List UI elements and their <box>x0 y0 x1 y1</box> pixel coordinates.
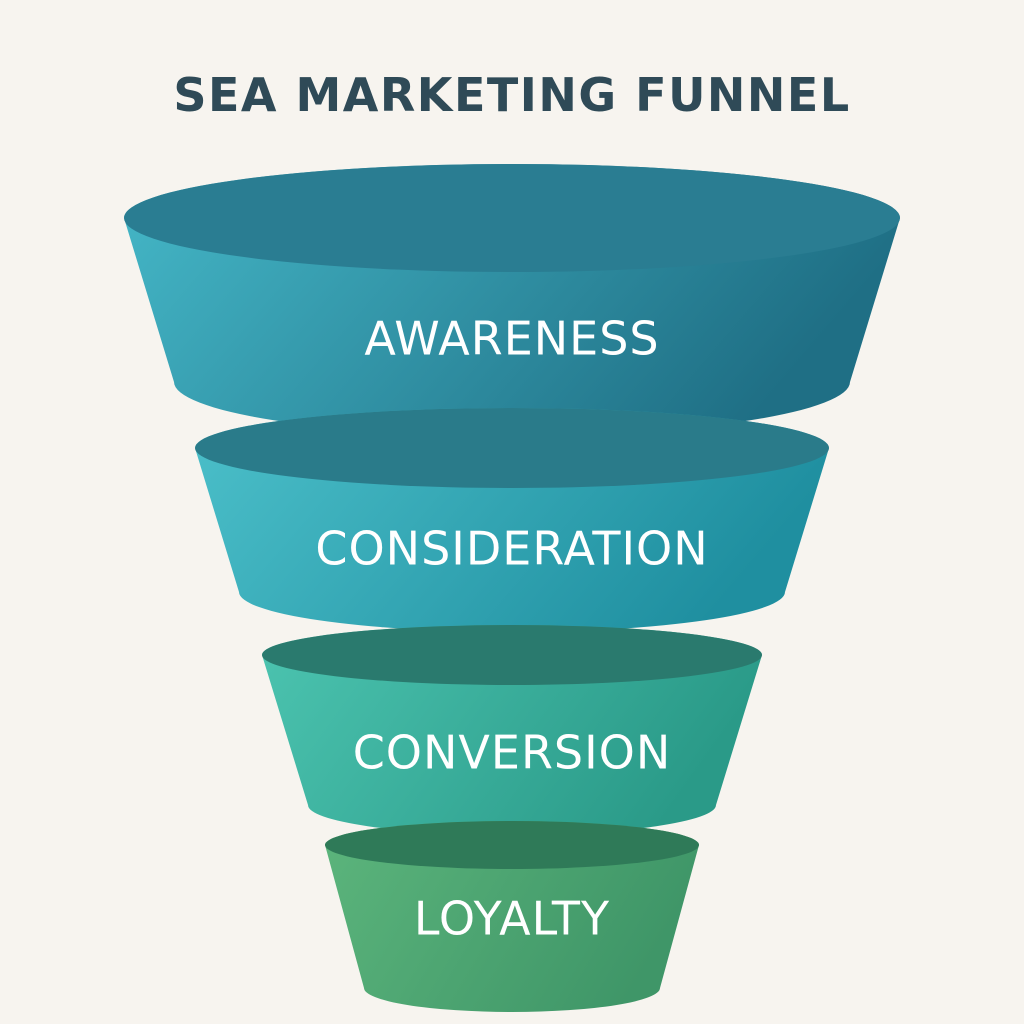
funnel-stage-awareness: AWARENESS <box>124 164 900 437</box>
funnel-stage-conversion: CONVERSION <box>262 625 762 835</box>
funnel-stage-rim <box>325 821 699 869</box>
funnel-stage-label: LOYALTY <box>414 892 610 946</box>
funnel-stage-label: CONSIDERATION <box>315 522 708 576</box>
funnel-stage-consideration: CONSIDERATION <box>195 408 829 632</box>
funnel-stage-rim <box>124 164 900 272</box>
funnel-stage-rim <box>195 408 829 488</box>
funnel-stage-label: AWARENESS <box>364 312 659 366</box>
funnel-title: SEA MARKETING FUNNEL <box>173 68 851 122</box>
funnel-stage-label: CONVERSION <box>353 726 672 780</box>
funnel-stage-loyalty: LOYALTY <box>325 821 699 1012</box>
funnel-stage-rim <box>262 625 762 685</box>
funnel-stage-body <box>325 821 699 1012</box>
